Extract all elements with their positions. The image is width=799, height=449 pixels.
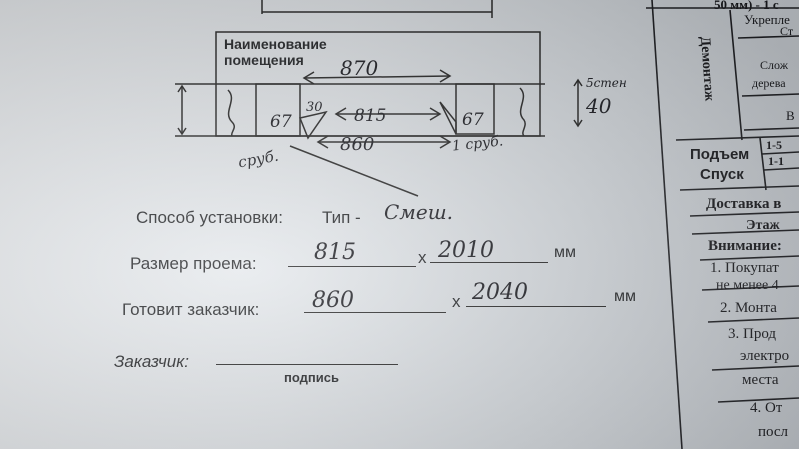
install-type-label: Тип - [322,208,361,227]
prepare-unit: мм [614,288,636,305]
table-spusk: Спуск [700,166,744,183]
table-v: В [786,108,795,123]
opening-unit: мм [554,244,576,261]
dim-870-label: 870 [340,56,379,80]
table-ukreple: Укрепле [744,12,790,27]
right-40-label: 40 [586,94,612,118]
dim-815-label: 815 [354,106,387,126]
table-note-1: 1. Покупат [710,260,779,276]
table-podiem: Подъем [690,146,750,163]
opening-size-label: Размер проема: [130,254,257,273]
prepare-height-line [466,306,606,307]
box-title-line1: Наименование [224,36,327,52]
prepare-x: х [452,292,461,311]
table-note-4b: посл [758,424,789,440]
right-post-67: 67 [462,110,484,130]
customer-label: Заказчик: [114,352,189,371]
signature-caption: подпись [284,370,339,385]
table-note-4: 4. От [750,400,783,416]
top-strip-text: 50 мм) - 1 с [714,0,779,12]
signature-line [216,364,398,365]
left-post-67: 67 [270,112,292,132]
dim-30-label: 30 [306,100,323,115]
table-note-1b: не менее 4 [716,278,779,293]
table-dostavka: Доставка в [706,196,782,212]
prepare-width-line [304,312,446,313]
table-note-3c: места [742,372,779,388]
prepare-height-value: 2040 [472,280,528,305]
install-method-label: Способ установки: [136,208,283,227]
prepare-width-value: 860 [312,288,354,313]
box-title-line2: помещения [224,52,304,68]
table-slozh: Слож [760,58,788,72]
table-etazh: Этаж [746,218,780,233]
install-type-value: Смеш. [384,200,454,224]
opening-height-value: 2010 [438,238,494,263]
table-dereva: дерева [752,76,786,90]
dim-860-label: 860 [340,134,375,155]
table-r1: 1-5 [766,138,782,152]
table-st: Ст [780,24,794,38]
table-note-3b: электро [740,348,790,364]
opening-width-value: 815 [314,240,356,265]
table-r2: 1-1 [768,154,784,168]
right-depth-label: 5стен [586,76,627,90]
opening-x: х [418,248,427,267]
table-note-2: 2. Монта [720,300,777,316]
opening-height-line [430,262,548,263]
opening-width-line [288,266,416,267]
prepare-label: Готовит заказчик: [122,300,260,319]
table-vnimanie: Внимание: [708,238,782,254]
table-note-3: 3. Прод [728,326,777,342]
